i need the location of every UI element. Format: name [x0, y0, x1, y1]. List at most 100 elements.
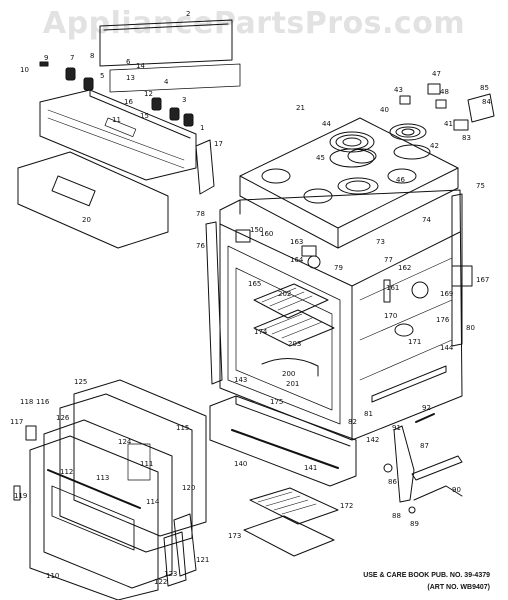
control-panel	[39, 89, 197, 181]
part-label-42: 42	[430, 142, 439, 150]
part-label-80: 80	[466, 324, 475, 332]
part-label-4: 4	[164, 78, 169, 86]
part-label-123: 123	[164, 570, 177, 578]
part-label-172: 172	[340, 502, 353, 510]
part-label-203: 203	[288, 340, 301, 348]
part-label-46: 46	[396, 176, 405, 184]
part-label-9: 9	[44, 54, 48, 62]
part-label-20: 20	[82, 216, 91, 224]
part-label-163: 163	[290, 238, 303, 246]
part-label-83: 83	[462, 134, 471, 142]
part-label-13: 13	[126, 74, 135, 82]
part-label-114: 114	[146, 498, 160, 506]
oven-cabinet	[219, 189, 463, 441]
part-label-41: 41	[444, 120, 453, 128]
part-label-122: 122	[154, 578, 167, 586]
part-label-85: 85	[480, 84, 489, 92]
part-label-3: 3	[182, 96, 186, 104]
storage-drawer	[209, 395, 357, 487]
part-label-12: 12	[144, 90, 153, 98]
part-label-8: 8	[90, 52, 94, 60]
part-label-110: 110	[46, 572, 59, 580]
part-label-112: 112	[60, 468, 73, 476]
part-label-113: 113	[96, 474, 109, 482]
part-label-171: 171	[408, 338, 421, 346]
part-label-78: 78	[196, 210, 205, 218]
part-label-40: 40	[380, 106, 389, 114]
end-cap	[195, 139, 215, 195]
part-label-87: 87	[420, 442, 429, 450]
broiler-pan	[243, 487, 339, 557]
oven-door	[13, 379, 207, 600]
part-label-175: 175	[270, 398, 283, 406]
door-hinge-parts	[383, 413, 463, 514]
part-label-14: 14	[136, 62, 145, 70]
part-label-173: 173	[228, 532, 241, 540]
part-label-86: 86	[388, 478, 397, 486]
part-label-111: 111	[140, 460, 153, 468]
part-label-16: 16	[124, 98, 133, 106]
part-label-142: 142	[366, 436, 379, 444]
part-label-119: 119	[14, 492, 27, 500]
part-label-81: 81	[364, 410, 373, 418]
oven-components	[235, 229, 473, 337]
part-label-10: 10	[20, 66, 29, 74]
watermark: AppliancePartsPros.com	[42, 6, 466, 41]
part-label-43: 43	[394, 86, 403, 94]
part-label-144: 144	[440, 344, 454, 352]
art-number-note: (ART NO. WB9407)	[427, 584, 490, 591]
side-trims	[205, 193, 463, 385]
part-label-89: 89	[410, 520, 419, 528]
part-label-84: 84	[482, 98, 491, 106]
control-knobs	[39, 61, 194, 127]
part-label-124: 124	[118, 438, 132, 446]
part-label-169: 169	[440, 290, 453, 298]
part-label-115: 115	[176, 424, 189, 432]
part-label-7: 7	[70, 54, 74, 62]
part-label-15: 15	[140, 112, 149, 120]
part-label-121: 121	[196, 556, 209, 564]
part-label-92: 92	[422, 404, 431, 412]
part-label-201: 201	[286, 380, 299, 388]
oven-racks	[253, 283, 335, 377]
backsplash-panel	[99, 19, 241, 93]
part-label-1: 1	[200, 124, 204, 132]
part-label-162: 162	[398, 264, 411, 272]
part-label-75: 75	[476, 182, 485, 190]
part-label-140: 140	[234, 460, 247, 468]
part-label-174: 174	[254, 328, 268, 336]
part-label-126: 126	[56, 414, 70, 422]
part-label-125: 125	[74, 378, 87, 386]
part-label-76: 76	[196, 242, 205, 250]
part-label-167: 167	[476, 276, 489, 284]
part-label-47: 47	[432, 70, 441, 78]
part-label-170: 170	[384, 312, 397, 320]
part-label-6: 6	[126, 58, 131, 66]
part-label-200: 200	[282, 370, 295, 378]
control-panel-trim	[17, 151, 169, 249]
part-label-161: 161	[386, 284, 399, 292]
part-label-164: 164	[290, 256, 304, 264]
part-label-120: 120	[182, 484, 195, 492]
part-label-90: 90	[452, 486, 461, 494]
part-label-74: 74	[422, 216, 431, 224]
part-label-79: 79	[334, 264, 343, 272]
surface-units	[329, 123, 431, 195]
part-label-202: 202	[278, 290, 291, 298]
part-label-44: 44	[322, 120, 331, 128]
cooktop	[239, 117, 459, 249]
part-label-118: 118	[20, 398, 33, 406]
part-label-176: 176	[436, 316, 450, 324]
part-label-45: 45	[316, 154, 325, 162]
part-label-143: 143	[234, 376, 247, 384]
part-label-17: 17	[214, 140, 223, 148]
electrical-parts	[399, 83, 495, 131]
part-label-2: 2	[186, 10, 190, 18]
part-label-91: 91	[392, 424, 401, 432]
part-label-160: 160	[260, 230, 273, 238]
part-label-11: 11	[112, 116, 121, 124]
part-label-165: 165	[248, 280, 261, 288]
part-label-48: 48	[440, 88, 449, 96]
